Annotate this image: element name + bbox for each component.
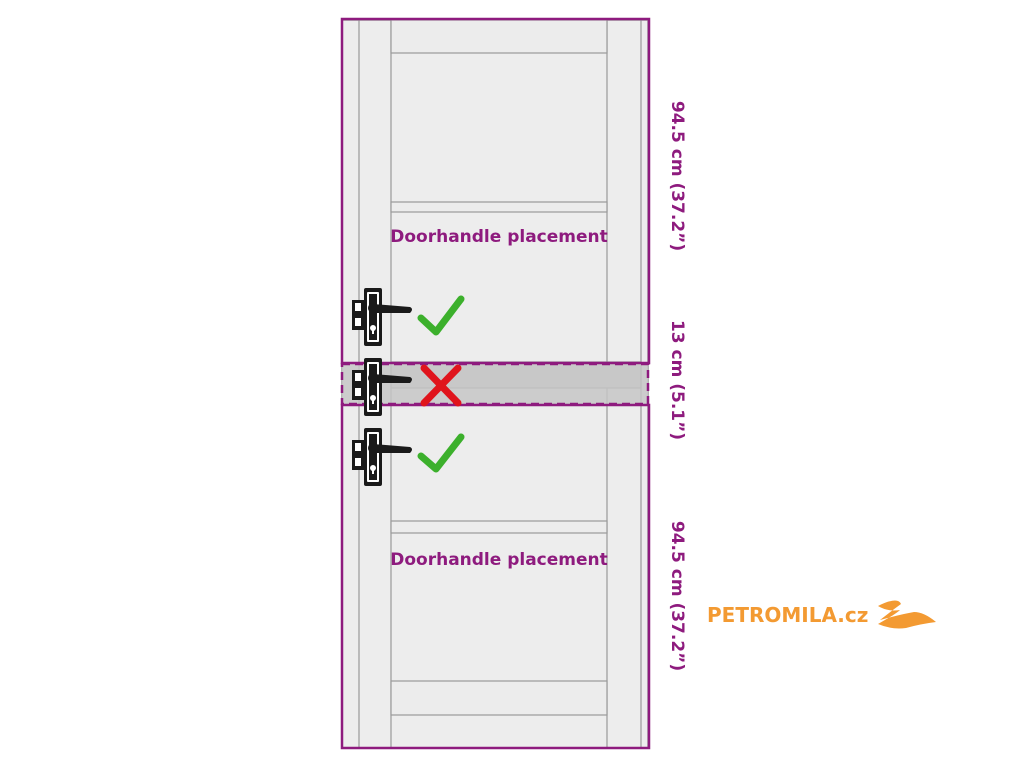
rail-lower-middle xyxy=(390,520,608,534)
top-rail xyxy=(390,19,608,54)
dimension-upper-label: 94.5 cm (37.2”) xyxy=(667,101,687,251)
lower-allowed-zone xyxy=(340,403,651,750)
rail-upper-middle xyxy=(390,201,608,213)
check-icon xyxy=(417,295,465,336)
cross-icon xyxy=(420,364,462,407)
dimension-middle-label: 13 cm (5.1”) xyxy=(667,320,687,440)
dimension-lower-label: 94.5 cm (37.2”) xyxy=(667,521,687,671)
check-icon xyxy=(417,433,465,473)
upper-allowed-zone xyxy=(340,17,651,365)
brand-name: PETROMILA.cz xyxy=(707,603,868,627)
upper-zone-label: Doorhandle placement xyxy=(390,227,608,247)
rail-bottom-upper xyxy=(390,680,608,716)
forbidden-zone xyxy=(340,362,650,406)
lower-zone-label: Doorhandle placement xyxy=(390,550,608,570)
brand-swoosh-icon xyxy=(878,600,936,629)
brand-logo: PETROMILA.cz xyxy=(707,600,936,629)
